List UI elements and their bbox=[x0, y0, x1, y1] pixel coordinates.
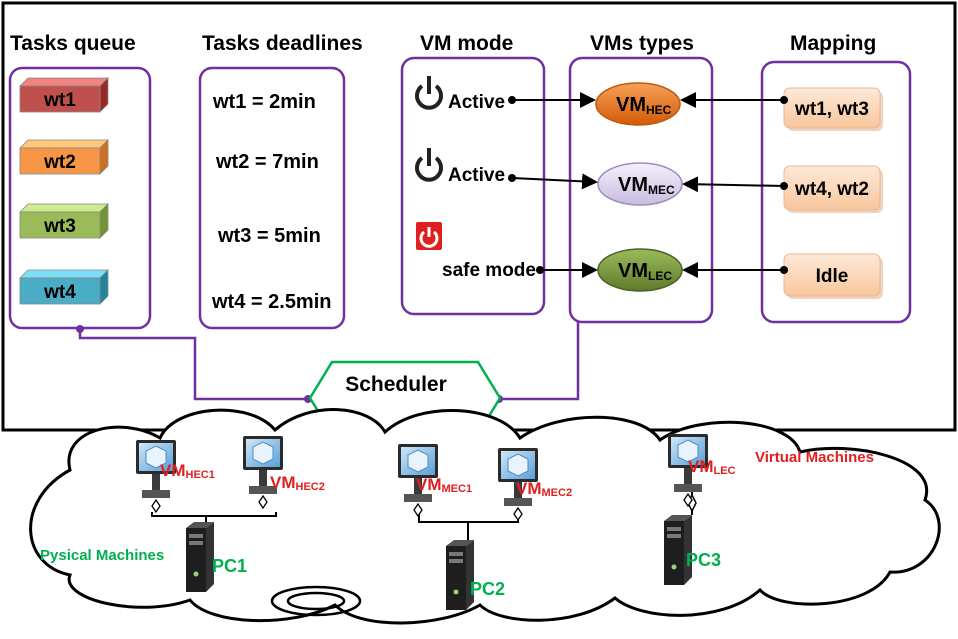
vm-label: VMHEC1 bbox=[160, 461, 215, 481]
mapping-panel bbox=[760, 60, 912, 324]
pc-tower-icon: PC2 bbox=[446, 540, 505, 610]
mapping-item: wt4, wt2 bbox=[783, 165, 883, 213]
vm-mode-label: Active bbox=[448, 165, 505, 186]
queue-task-wt1: wt1 bbox=[19, 77, 109, 113]
vm-mode-label: Active bbox=[448, 92, 505, 113]
vm-mode-panel bbox=[400, 56, 546, 316]
deadline-item: wt1 = 2min bbox=[212, 91, 316, 113]
queue-task-label: wt1 bbox=[43, 90, 76, 111]
vm-type-lec: VMLEC bbox=[597, 248, 683, 292]
cloud-swirl bbox=[286, 591, 346, 611]
vm-type-mec: VMMEC bbox=[597, 162, 683, 206]
vm-monitor-icon: VMMEC2 bbox=[498, 448, 572, 522]
queue-task-label: wt4 bbox=[43, 282, 76, 303]
outer-frame bbox=[1, 1, 957, 432]
connector-dot bbox=[76, 325, 84, 333]
mapping-item: Idle bbox=[783, 253, 883, 299]
vm-mode-row: Active bbox=[415, 76, 516, 113]
vm-mode-row: Active bbox=[415, 148, 516, 186]
connector-dot bbox=[780, 266, 788, 274]
pc-tower-icon: PC3 bbox=[664, 515, 721, 585]
vm-monitor-icon: VMLEC bbox=[668, 434, 736, 508]
mapping-arrow bbox=[682, 176, 785, 193]
connector-dot bbox=[780, 182, 788, 190]
vm-mode-label: safe mode bbox=[442, 260, 536, 281]
vm-type-label: VMLEC bbox=[618, 260, 672, 283]
scheduler-to-vms-line bbox=[498, 322, 580, 401]
mapping-arrow bbox=[511, 173, 598, 190]
vm-label: VMMEC2 bbox=[516, 479, 572, 499]
deadline-item: wt4 = 2.5min bbox=[211, 291, 332, 313]
header-vms-types: VMs types bbox=[590, 32, 694, 55]
vm-label: VMLEC bbox=[688, 457, 736, 477]
vm-type-list: VMHEC VMMEC VMLEC bbox=[595, 82, 683, 292]
queue-task-label: wt2 bbox=[43, 152, 76, 173]
queue-task-wt3: wt3 bbox=[19, 203, 109, 239]
pc1-vm-link bbox=[151, 512, 277, 517]
connector-dot bbox=[780, 96, 788, 104]
power-red-icon bbox=[416, 222, 442, 250]
virtual-machines-label: Virtual Machines bbox=[755, 449, 874, 466]
header-tasks-queue: Tasks queue bbox=[10, 32, 136, 55]
header-vm-mode: VM mode bbox=[420, 32, 513, 55]
vm-label: VMHEC2 bbox=[270, 473, 325, 493]
mapping-label: Idle bbox=[816, 266, 849, 287]
mapping-arrows bbox=[511, 92, 788, 278]
pc-label: PC3 bbox=[686, 550, 721, 570]
vm-type-hec: VMHEC bbox=[595, 82, 681, 126]
mapping-item: wt1, wt3 bbox=[783, 87, 883, 131]
queue-to-scheduler-line bbox=[78, 328, 310, 401]
header-tasks-deadlines: Tasks deadlines bbox=[202, 32, 363, 55]
task-queue-items: wt1 wt2 wt3 wt4 bbox=[19, 77, 109, 305]
deadline-item: wt2 = 7min bbox=[215, 151, 319, 173]
vm-monitor-icon: VMMEC1 bbox=[398, 444, 472, 518]
vm-types-panel bbox=[568, 56, 714, 324]
scheduler-label: Scheduler bbox=[345, 373, 447, 396]
vm-type-label: VMMEC bbox=[618, 174, 675, 197]
deadline-list: wt1 = 2min wt2 = 7min wt3 = 5min wt4 = 2.5m… bbox=[211, 91, 332, 313]
pc-tower-icon: PC1 bbox=[186, 522, 247, 592]
cloud-swirl bbox=[270, 585, 362, 617]
power-icon bbox=[415, 76, 443, 110]
physical-machines-label: Pysical Machines bbox=[40, 547, 164, 564]
queue-task-wt4: wt4 bbox=[19, 269, 109, 305]
power-icon bbox=[415, 148, 443, 182]
vm-monitor-icon: VMHEC2 bbox=[243, 436, 325, 510]
vm-label: VMMEC1 bbox=[416, 475, 472, 495]
vm-mode-row: safe mode bbox=[416, 222, 544, 281]
vm-type-label: VMHEC bbox=[616, 94, 672, 117]
mapping-label: wt4, wt2 bbox=[794, 179, 869, 200]
queue-task-label: wt3 bbox=[43, 216, 76, 237]
deadline-item: wt3 = 5min bbox=[217, 225, 321, 247]
header-mapping: Mapping bbox=[790, 32, 876, 55]
pc-label: PC1 bbox=[212, 556, 247, 576]
queue-task-wt2: wt2 bbox=[19, 139, 109, 175]
mapping-label: wt1, wt3 bbox=[794, 99, 869, 120]
vm-monitor-icon: VMHEC1 bbox=[136, 440, 215, 514]
pc-label: PC2 bbox=[470, 579, 505, 599]
deadlines-panel bbox=[198, 66, 346, 330]
